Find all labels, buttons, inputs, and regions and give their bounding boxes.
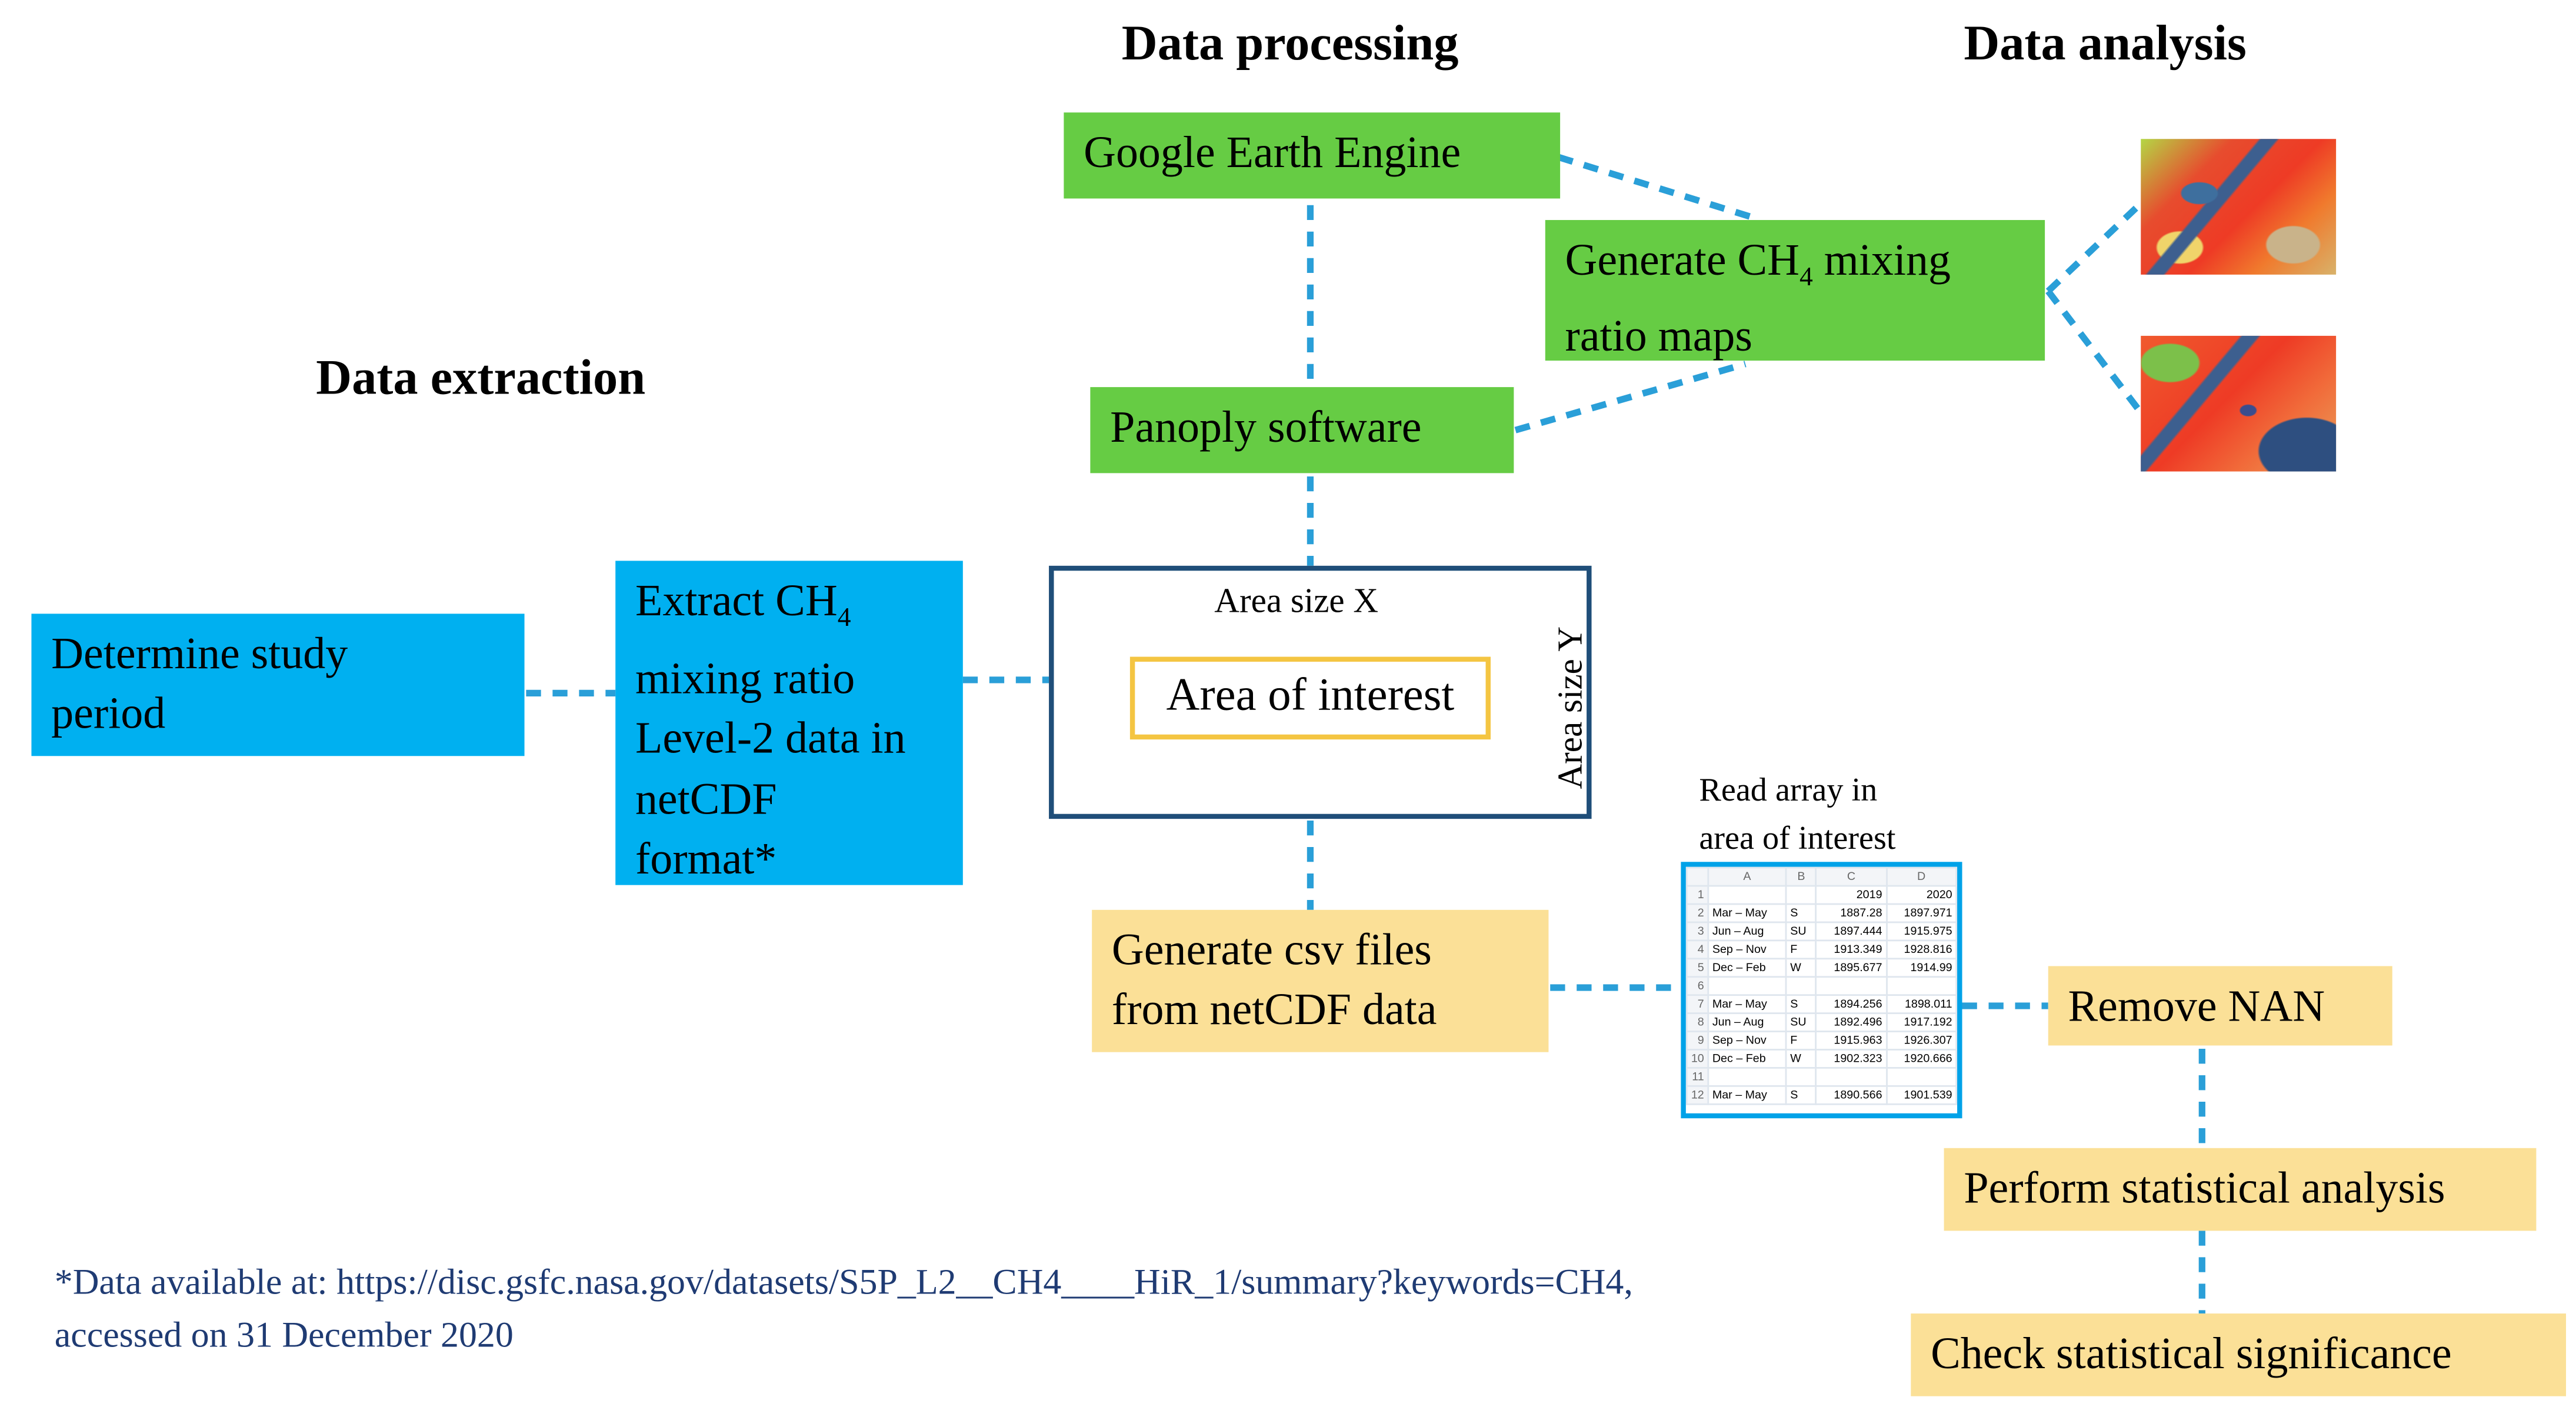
- connector-gee-maps: [1557, 154, 1752, 220]
- footnote-line2: accessed on 31 December 2020: [54, 1313, 514, 1355]
- extract-line3: Level-2 data in: [635, 713, 906, 763]
- generate-csv-line2: from netCDF data: [1111, 984, 1437, 1034]
- generate-csv-line1: Generate csv files: [1111, 925, 1432, 975]
- panoply-label: Panoply software: [1110, 402, 1422, 452]
- generate-maps-line1: Generate CH4 mixing: [1565, 235, 1951, 292]
- determine-period-line2: period: [51, 688, 166, 738]
- extract-line1: Extract CH4: [635, 575, 851, 633]
- column-header: C: [1815, 866, 1887, 887]
- check-significance-box: Check statistical significance: [1911, 1313, 2567, 1396]
- read-array-line1: Read array in: [1699, 772, 1878, 809]
- area-size-x-label: Area size X: [1214, 581, 1379, 621]
- connector-maps-top-image: [2045, 201, 2144, 294]
- extract-line5: format*: [635, 834, 777, 884]
- generate-maps-box: Generate CH4 mixing ratio maps: [1545, 220, 2045, 361]
- area-of-interest-label: Area of interest: [1166, 670, 1455, 722]
- generate-maps-line2: ratio maps: [1565, 311, 1752, 362]
- footnote: *Data available at: https://disc.gsfc.na…: [55, 1256, 1924, 1362]
- footnote-line1: *Data available at: https://disc.gsfc.na…: [54, 1261, 1633, 1302]
- read-array-line2: area of interest: [1699, 820, 1896, 857]
- google-earth-engine-box: Google Earth Engine: [1064, 112, 1561, 199]
- heading-data-extraction: Data extraction: [316, 351, 646, 406]
- determine-period-line1: Determine study: [51, 628, 348, 679]
- spreadsheet-header-row: A B C D: [1685, 866, 1958, 887]
- perform-stats-label: Perform statistical analysis: [1964, 1163, 2445, 1213]
- remove-nan-box: Remove NAN: [2048, 966, 2392, 1046]
- column-header: D: [1885, 866, 1958, 887]
- perform-statistical-analysis-box: Perform statistical analysis: [1944, 1148, 2537, 1231]
- ch4-map-image-bottom: [2141, 335, 2337, 472]
- table-row: 11: [1685, 1066, 1958, 1087]
- extract-ch4-box: Extract CH4 mixing ratio Level-2 data in…: [615, 561, 963, 885]
- connector-maps-bottom-image: [2045, 289, 2147, 419]
- read-array-caption: Read array in area of interest: [1699, 768, 1895, 863]
- panoply-box: Panoply software: [1090, 387, 1514, 474]
- generate-csv-box: Generate csv files from netCDF data: [1092, 909, 1549, 1052]
- column-header: A: [1707, 866, 1787, 887]
- heading-data-processing: Data processing: [1121, 16, 1459, 71]
- check-significance-label: Check statistical significance: [1931, 1328, 2452, 1378]
- determine-study-period-box: Determine study period: [31, 614, 525, 756]
- extract-line2: mixing ratio: [635, 653, 855, 703]
- area-size-y-label: Area size Y: [1550, 626, 1590, 789]
- remove-nan-label: Remove NAN: [2068, 981, 2325, 1031]
- column-header: B: [1785, 866, 1817, 887]
- table-row: 6: [1685, 976, 1958, 996]
- extract-line4: netCDF: [635, 773, 777, 824]
- google-earth-engine-label: Google Earth Engine: [1084, 127, 1461, 177]
- ch4-map-image-top: [2141, 139, 2337, 275]
- area-of-interest-box: Area of interest: [1129, 656, 1491, 740]
- heading-data-analysis: Data analysis: [1964, 16, 2247, 71]
- connector-panoply-maps: [1514, 361, 1747, 434]
